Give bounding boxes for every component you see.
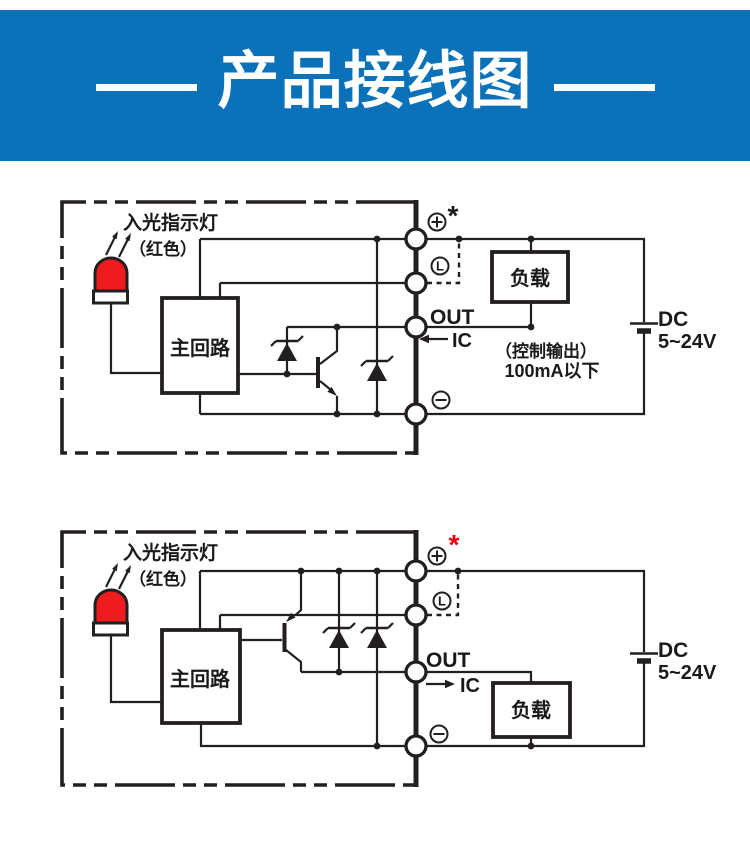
wire-emitter bbox=[319, 380, 339, 414]
wire-negative-rail bbox=[200, 333, 646, 416]
terminal-minus bbox=[404, 734, 428, 758]
load-label: 负载 bbox=[511, 698, 551, 722]
voltage-label: 5~24V bbox=[658, 662, 717, 684]
wire-collector bbox=[285, 649, 303, 672]
light-rays-icon bbox=[104, 561, 133, 591]
l-symbol: L bbox=[432, 591, 452, 611]
wire-led bbox=[109, 635, 162, 704]
plus-symbol bbox=[427, 212, 447, 232]
terminal-out bbox=[404, 315, 428, 339]
wire-negative-rail bbox=[200, 663, 646, 748]
battery-symbol bbox=[630, 322, 658, 334]
voltage-label: 5~24V bbox=[658, 331, 717, 353]
led-indicator bbox=[92, 256, 129, 305]
zener-diode-1 bbox=[321, 621, 357, 650]
junction-dot bbox=[333, 410, 341, 418]
junction-dot bbox=[373, 410, 381, 418]
ic-arrow bbox=[426, 679, 455, 689]
indicator-color-label: （红色） bbox=[129, 239, 197, 259]
zener-diode-2 bbox=[359, 621, 395, 650]
light-rays-icon bbox=[104, 229, 133, 259]
main-circuit-box bbox=[160, 296, 240, 395]
main-circuit-box bbox=[160, 628, 242, 725]
asterisk-note: * bbox=[449, 529, 460, 560]
junction-dot bbox=[527, 742, 535, 750]
junction-dot bbox=[333, 323, 341, 331]
load-label: 负载 bbox=[510, 266, 550, 290]
dc-label: DC bbox=[658, 308, 688, 331]
emitter-arrowhead bbox=[286, 612, 296, 622]
wire-led bbox=[109, 303, 162, 375]
minus-symbol bbox=[429, 724, 449, 744]
junction-dot bbox=[373, 567, 381, 575]
junction-dot bbox=[283, 370, 291, 378]
terminal-l bbox=[404, 603, 428, 627]
main-circuit-label: 主回路 bbox=[170, 336, 231, 360]
indicator-label: 入光指示灯 bbox=[123, 541, 218, 564]
asterisk-note: * bbox=[448, 200, 459, 231]
junction-dot bbox=[373, 235, 381, 243]
l-symbol: L bbox=[430, 256, 450, 276]
terminal-plus bbox=[404, 227, 428, 251]
wire-positive-rail bbox=[200, 237, 646, 322]
l-symbol-letter: L bbox=[436, 259, 444, 274]
terminal-minus bbox=[404, 402, 428, 426]
junction-dot bbox=[335, 668, 343, 676]
junction-dot bbox=[373, 742, 381, 750]
ic-label: IC bbox=[460, 675, 480, 697]
main-circuit-label: 主回路 bbox=[170, 667, 231, 691]
control-output-note: （控制输出） bbox=[495, 341, 597, 361]
npn-transistor bbox=[316, 357, 337, 396]
load-box bbox=[490, 250, 570, 304]
enclosure-dashed-border bbox=[60, 200, 416, 455]
load-box bbox=[491, 681, 572, 739]
out-label: OUT bbox=[426, 649, 471, 672]
title-left-dash bbox=[96, 84, 197, 91]
junction-dot bbox=[455, 235, 463, 243]
wire-collector bbox=[319, 327, 339, 365]
out-label: OUT bbox=[430, 306, 475, 329]
junction-dot bbox=[454, 567, 462, 575]
plus-symbol bbox=[427, 546, 447, 566]
terminal-plus bbox=[404, 559, 428, 583]
dashed-l-link bbox=[427, 573, 460, 617]
l-symbol-letter: L bbox=[438, 594, 446, 609]
junction-dot bbox=[335, 567, 343, 575]
zener-diode-2 bbox=[359, 354, 395, 383]
junction-dot bbox=[527, 235, 535, 243]
dc-label: DC bbox=[658, 639, 688, 662]
junction-dot bbox=[297, 567, 305, 575]
bottom-wiring-diagram: L * 入光指示灯 （红色） 主回路 负载 OUT IC DC 5~24V bbox=[60, 529, 717, 787]
zener-diode-1 bbox=[269, 334, 305, 363]
top-wiring-diagram: L * 入光指示灯 （红色） 主回路 负载 OUT IC （控制输出） 100m… bbox=[60, 200, 717, 455]
wire-emitter bbox=[294, 571, 303, 617]
terminal-out bbox=[404, 660, 428, 684]
current-limit-note: 100mA以下 bbox=[504, 361, 599, 381]
emitter-arrowhead bbox=[327, 387, 337, 396]
junction-dot bbox=[527, 323, 535, 331]
wire-positive-rail bbox=[200, 569, 646, 652]
led-indicator bbox=[92, 588, 129, 637]
indicator-label: 入光指示灯 bbox=[123, 211, 218, 234]
minus-symbol bbox=[431, 390, 451, 410]
pnp-transistor bbox=[282, 612, 296, 652]
dashed-l-link bbox=[427, 241, 461, 285]
page-title: 产品接线图 bbox=[217, 47, 533, 116]
terminal-l bbox=[404, 271, 428, 295]
ic-label: IC bbox=[452, 330, 472, 352]
battery-symbol bbox=[630, 652, 658, 664]
title-right-dash bbox=[554, 84, 655, 91]
enclosure-dashed-border bbox=[60, 530, 416, 787]
indicator-color-label: （红色） bbox=[129, 569, 197, 589]
ic-arrow bbox=[419, 334, 448, 344]
